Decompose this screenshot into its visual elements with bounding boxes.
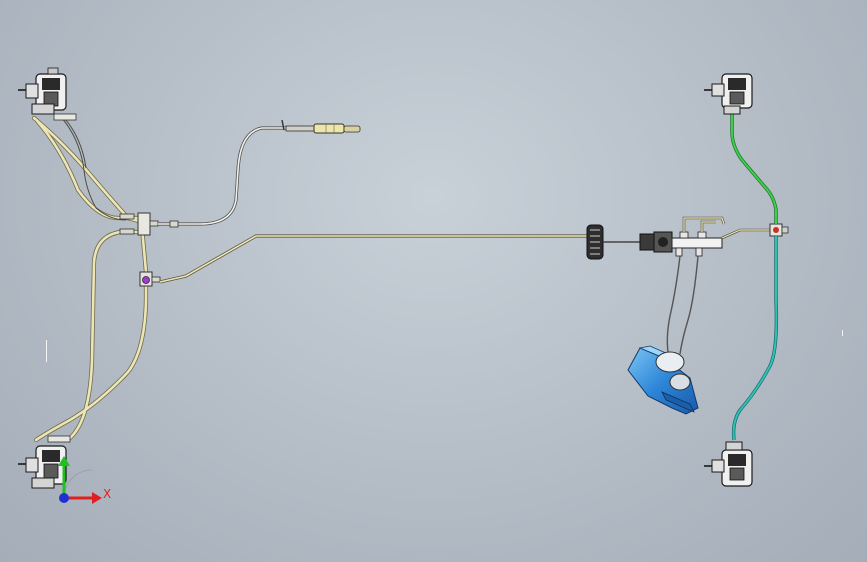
front-right-caliper[interactable] (18, 435, 71, 489)
master-cylinder[interactable] (639, 231, 723, 257)
handbrake-cable[interactable] (158, 126, 288, 228)
rear-right-caliper[interactable] (704, 441, 753, 487)
rear-junction[interactable] (769, 223, 789, 237)
handbrake-lever[interactable] (281, 119, 361, 134)
reservoir-hoses[interactable] (666, 255, 699, 355)
main-brake-line[interactable] (159, 234, 590, 284)
rear-feed-lines[interactable] (682, 216, 770, 240)
rear-left-caliper[interactable] (704, 73, 753, 115)
brake-fluid-reservoir[interactable] (627, 345, 699, 415)
front-brake-lines[interactable] (31, 115, 149, 443)
viewport-marker-left (46, 340, 47, 362)
brake-booster[interactable] (586, 224, 640, 260)
coordinate-triad[interactable] (58, 456, 102, 504)
front-left-caliper[interactable] (18, 67, 77, 121)
viewport-marker-right (842, 330, 843, 336)
rear-left-brake-line[interactable] (730, 112, 778, 224)
proportioning-valve[interactable] (139, 271, 161, 287)
front-junction-block[interactable] (119, 212, 159, 236)
x-axis-label: X (103, 487, 112, 501)
front-hose-thin (61, 117, 127, 221)
rear-right-brake-line[interactable] (731, 236, 779, 441)
